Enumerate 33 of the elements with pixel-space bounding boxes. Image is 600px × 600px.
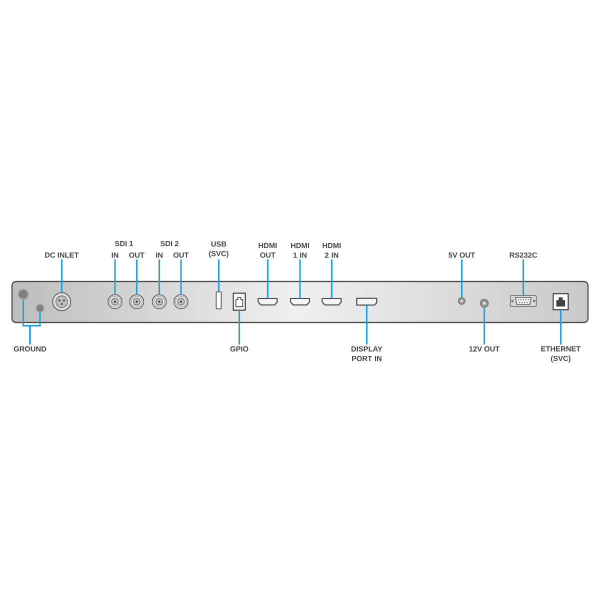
bnc-connector [174,294,188,310]
hdmi-port [322,298,342,306]
bnc-connector [152,294,167,310]
leader-line [218,260,220,292]
leader-line [266,260,268,298]
hdmi-port [258,298,278,306]
power-jack [458,297,466,305]
gpio-jack [232,292,246,311]
leader-line [238,310,240,344]
usb-port [216,291,222,310]
bnc-connector [129,294,144,310]
leader-line [484,308,486,344]
leader-line [366,305,368,344]
leader-line [180,260,182,294]
leader-line [560,310,562,344]
leader-line [114,260,116,294]
leader-line [158,260,160,294]
leader-line [136,260,138,294]
leader-line [460,260,462,298]
serial-port [510,295,537,307]
ground-terminal [18,288,29,300]
hdmi-port [290,298,310,306]
leader-line [60,260,62,292]
leader-line [299,260,301,298]
ground-terminal [35,304,45,313]
bnc-connector [108,294,122,310]
power-inlet-connector [52,292,72,312]
leader-line [29,312,41,344]
power-jack [480,298,489,308]
leader-line [522,260,524,296]
displayport-port [356,298,378,306]
ethernet-jack [552,293,569,310]
leader-line [330,260,332,298]
